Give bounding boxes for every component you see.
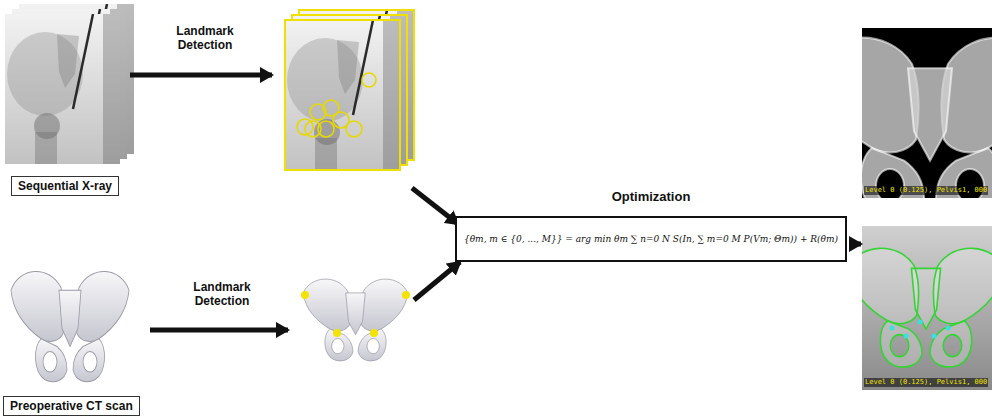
label-box: Preoperative CT scan xyxy=(3,396,140,416)
formula-box: Optimization{θm, m ∈ {0, ..., M}} = arg … xyxy=(455,216,847,262)
arrow xyxy=(130,73,272,78)
image-overlay-text: Level 0 (0.125), Pelvis1, 000 xyxy=(864,378,988,387)
arrow xyxy=(150,328,288,333)
image-overlay-text: Level 0 (0.125), Pelvis1, 000 xyxy=(864,186,988,195)
xray-frame xyxy=(5,14,120,164)
step-label: Landmark Detection xyxy=(182,280,262,308)
arrow xyxy=(414,262,460,300)
pelvis-with-landmarks xyxy=(301,279,410,361)
landmark-circles xyxy=(297,73,376,137)
flow-arrows xyxy=(130,75,460,330)
section-heading: Optimization xyxy=(457,189,845,204)
pelvis-model xyxy=(11,272,129,382)
flow-arrow xyxy=(849,242,861,247)
pelvis-model xyxy=(303,279,407,361)
result-image: Level 0 (0.125), Pelvis1, 000 xyxy=(862,226,992,390)
step-label: Landmark Detection xyxy=(165,24,245,52)
landmark-dots xyxy=(301,291,410,337)
frame-border xyxy=(285,20,400,170)
label-box: Sequential X-ray xyxy=(11,176,119,196)
box-label: Sequential X-ray xyxy=(18,179,112,193)
detected-xray-stack xyxy=(285,10,414,170)
result-image: Level 0 (0.125), Pelvis1, 000 xyxy=(862,28,992,198)
arrow xyxy=(412,188,458,224)
box-label: Preoperative CT scan xyxy=(10,399,133,413)
xray-frame xyxy=(285,20,400,170)
formula: {θm, m ∈ {0, ..., M}} = arg min θm ∑ n=0… xyxy=(464,234,838,244)
xray-stack xyxy=(5,4,134,164)
drr-image xyxy=(812,28,992,218)
overlay-image xyxy=(848,226,992,390)
